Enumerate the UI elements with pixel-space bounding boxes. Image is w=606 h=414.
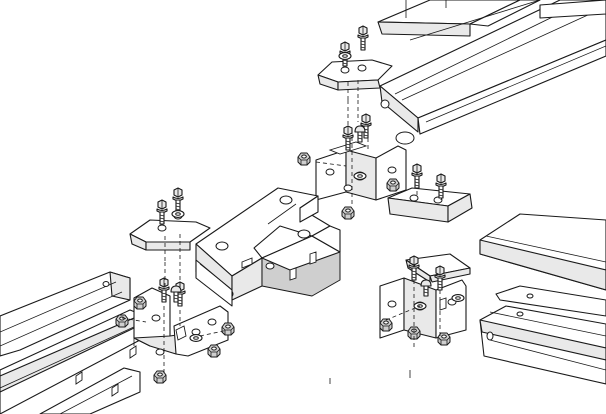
straight-tray-bottom-left (0, 271, 141, 414)
tee-junction (195, 187, 341, 307)
splice-plate (129, 212, 211, 262)
splice-plate (317, 59, 393, 100)
straight-tray-right (479, 213, 606, 385)
straight-tray-top-right (377, 0, 606, 145)
